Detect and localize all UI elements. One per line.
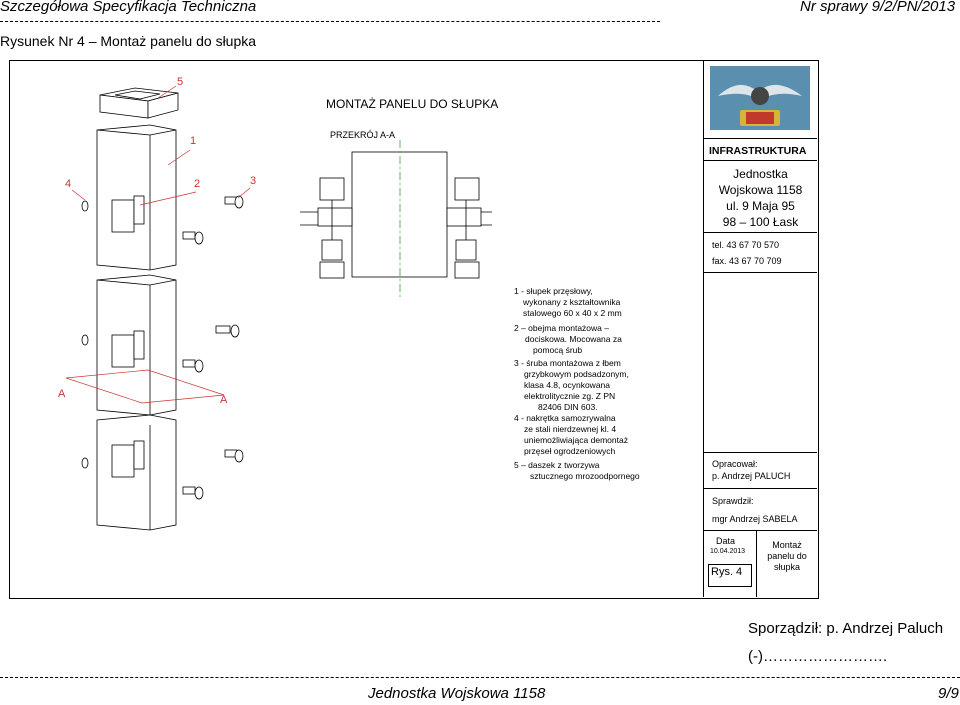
checked-by: mgr Andrzej SABELA — [712, 514, 798, 524]
prepared-label: Opracował: — [712, 459, 758, 469]
org-name: INFRASTRUKTURA — [709, 145, 807, 157]
callout-4: 4 — [65, 178, 72, 190]
header-left: Szczegółowa Specyfikacja Techniczna — [0, 0, 257, 15]
signature-label: Sporządził: p. Andrzej Paluch — [748, 620, 944, 637]
date-label: Data — [716, 536, 736, 546]
signature-line: (-)……………………. — [748, 648, 888, 665]
legend-item-2: 2 – obejma montażowa – dociskowa. Mocowa… — [514, 323, 622, 355]
section-mark-left: A — [58, 388, 66, 400]
callout-5: 5 — [177, 76, 184, 88]
header-divider — [0, 21, 660, 22]
legend-item-1: 1 - słupek przęsłowy, wykonany z kształt… — [514, 286, 622, 318]
prepared-by: p. Andrzej PALUCH — [712, 471, 791, 481]
drawing-frame — [9, 60, 819, 599]
footer-divider — [0, 677, 960, 678]
sheet-label: Rys. 4 — [711, 566, 743, 578]
unit-address: Jednostka Wojskowa 1158 ul. 9 Maja 95 98… — [718, 167, 803, 229]
legend-item-5: 5 – daszek z tworzywa sztucznego mrozood… — [514, 460, 640, 481]
legend-item-3: 3 - śruba montażowa z łbem grzybkowym po… — [514, 358, 629, 412]
fax: fax. 43 67 70 709 — [712, 256, 782, 266]
tel: tel. 43 67 70 570 — [712, 240, 780, 250]
figure-caption: Rysunek Nr 4 – Montaż panelu do słupka — [0, 33, 257, 49]
callout-2: 2 — [194, 178, 201, 190]
section-label: PRZEKRÓJ A-A — [330, 130, 396, 140]
drawing-title: MONTAŻ PANELU DO SŁUPKA — [326, 97, 499, 111]
callout-3: 3 — [250, 175, 257, 187]
unit-logo — [710, 66, 810, 130]
date-value: 10.04.2013 — [710, 548, 746, 555]
header-right: Nr sprawy 9/2/PN/2013 — [800, 0, 956, 15]
section-mark-right: A — [220, 394, 228, 406]
callout-1: 1 — [190, 135, 197, 147]
page-number: 9/9 — [938, 685, 959, 702]
sheet-title: Montaż panelu do słupka — [767, 540, 807, 572]
checked-label: Sprawdził: — [712, 496, 754, 506]
footer-left: Jednostka Wojskowa 1158 — [368, 685, 546, 702]
legend-item-4: 4 - nakrętka samozrywalna ze stali nierd… — [514, 413, 628, 456]
title-block: INFRASTRUKTURA Jednostka Wojskowa 1158 u… — [703, 60, 817, 597]
